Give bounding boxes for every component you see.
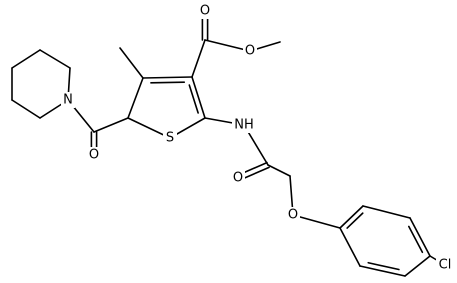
bond-ring-c2-ring-c3 [191, 76, 206, 119]
svg-text:S: S [166, 131, 174, 146]
bond-ester-c-ester-o2 [204, 39, 251, 52]
bond-ring-c3-ring-c4 [142, 76, 193, 79]
bond-b6-b1 [339, 227, 361, 267]
svg-text:Cl: Cl [439, 258, 452, 273]
bond-pp2-pp3 [11, 49, 41, 69]
bond-b3-b4 [409, 217, 431, 257]
bond-ring-c3-ester-c [191, 39, 206, 78]
atom-s-thiophene: S [163, 130, 177, 146]
bond-ring-c4-methyl [119, 47, 144, 79]
bond-pp4-pp5 [11, 99, 41, 119]
atom-o-ether: O [286, 207, 300, 223]
bond-amide-c-ch2 [267, 164, 291, 177]
svg-text:N: N [63, 93, 73, 108]
bond-b5-b6 [359, 265, 406, 277]
svg-text:O: O [288, 208, 298, 223]
bond-pp1-pp2 [39, 49, 71, 69]
atom-cl: Cl [436, 257, 454, 273]
atom-o-ester-carbonyl: O [198, 3, 212, 19]
bond-b3-b4-inner [407, 225, 424, 254]
bond-ring-c4-ring-c5 [127, 77, 144, 119]
bond-ring-c5-ketone-c [93, 117, 129, 133]
svg-text:O: O [200, 4, 210, 19]
svg-text:O: O [233, 171, 243, 186]
atom-n-piperidine: N [61, 92, 75, 108]
atom-o-ester-single: O [243, 43, 257, 59]
atom-nh-amide: NH [232, 117, 256, 133]
bond-eth-o-b1 [292, 214, 341, 229]
svg-text:O: O [89, 148, 99, 163]
svg-text:O: O [245, 44, 255, 59]
bond-b4-b5 [404, 255, 431, 277]
bond-ring-c3-ring-c4-inner [150, 81, 186, 84]
bond-layer [11, 10, 446, 277]
bond-ring-c2-ring-c3-inner [188, 84, 199, 114]
bond-b5-b6-inner [367, 261, 400, 271]
atom-o-amide: O [231, 170, 245, 186]
atom-label-layer: O O N O S NH O [61, 3, 454, 273]
bond-b2-b3 [362, 205, 411, 219]
atom-o-ketone: O [87, 147, 101, 163]
bond-b1-b2-inner [346, 212, 364, 229]
svg-text:NH: NH [234, 118, 254, 133]
bond-b1-b2 [339, 205, 364, 229]
